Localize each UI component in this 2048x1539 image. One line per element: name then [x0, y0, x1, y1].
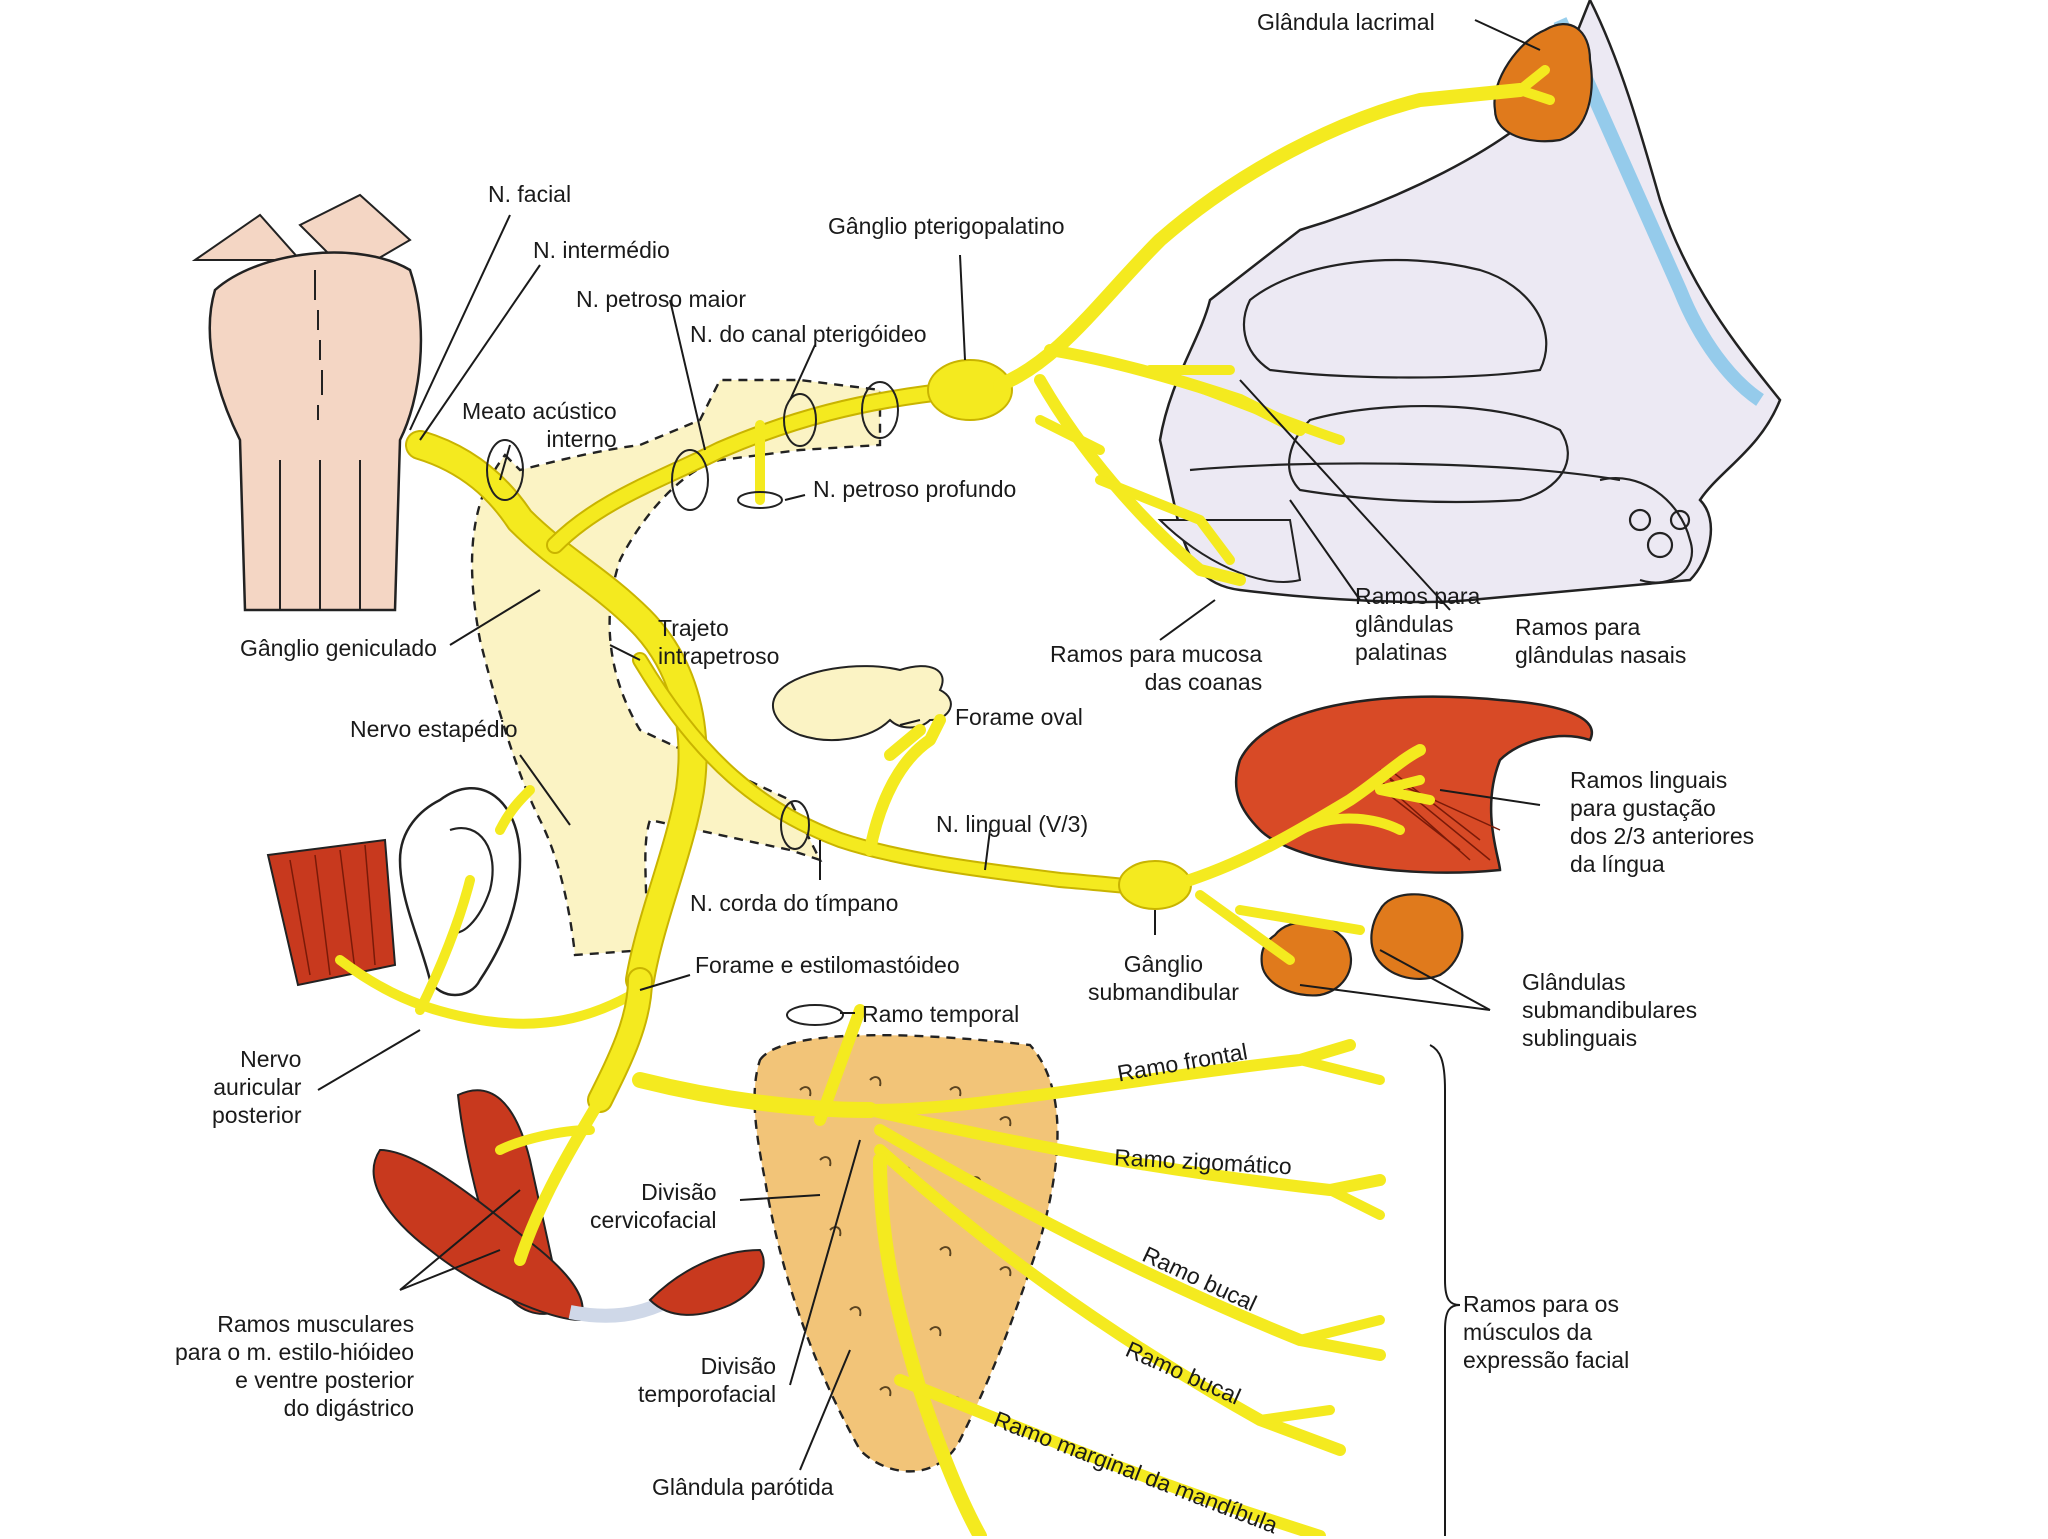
label-nervo-estapedio: Nervo estapédio [350, 716, 518, 742]
label-n-petroso-maior: N. petroso maior [576, 286, 747, 312]
auricular-muscle-fibers [289, 844, 376, 976]
brainstem [191, 193, 423, 612]
label-ganglio-geniculado: Gânglio geniculado [240, 635, 437, 661]
label-ganglio-submandibular: Gânglio submandibular [1088, 951, 1239, 1005]
label-divisao-cervicofacial: Divisão cervicofacial [590, 1179, 717, 1233]
label-ramos-musculos-expressao: Ramos para os músculos da expressão faci… [1463, 1291, 1630, 1373]
label-nervo-auricular-posterior: Nervo auricular posterior [212, 1046, 302, 1128]
label-ganglio-pterigopalatino: Gânglio pterigopalatino [828, 213, 1065, 239]
label-ramos-musculares: Ramos musculares para o m. estilo-hióide… [175, 1311, 415, 1421]
label-n-petroso-profundo: N. petroso profundo [813, 476, 1017, 502]
label-ramos-glandulas-nasais: Ramos para glândulas nasais [1515, 614, 1687, 668]
label-glandula-lacrimal: Glândula lacrimal [1257, 9, 1435, 35]
label-forame-estilomastoideo: Forame e estilomastóideo [695, 952, 960, 978]
label-ramos-linguais: Ramos linguais para gustação dos 2/3 ant… [1570, 767, 1755, 877]
submandibular-gland [1260, 921, 1353, 997]
label-ramos-mucosa-coanas: Ramos para mucosa das coanas [1050, 641, 1263, 695]
label-n-facial: N. facial [488, 181, 572, 207]
label-forame-oval: Forame oval [955, 704, 1083, 730]
label-glandulas-submandibulares: Glândulas submandibulares sublinguais [1522, 969, 1698, 1051]
auricular-muscle [266, 838, 397, 987]
sublingual-gland [1370, 893, 1464, 980]
label-n-lingual: N. lingual (V/3) [936, 811, 1089, 837]
foramen-rings [486, 381, 899, 1026]
label-n-corda-timpano: N. corda do tímpano [690, 890, 899, 916]
label-meato-acustico: Meato acústico interno [462, 398, 617, 452]
label-n-intermedio: N. intermédio [533, 237, 670, 263]
parotid-texture [799, 1076, 1012, 1407]
label-glandula-parotida: Glândula parótida [652, 1474, 834, 1500]
ossicles [771, 665, 952, 741]
leader-lines [317, 19, 1541, 1536]
ear-outline [398, 787, 522, 997]
label-ramos-glandulas-palatinas: Ramos para glândulas palatinas [1355, 583, 1481, 665]
label-trajeto-intrapetroso: Trajeto intrapetroso [658, 615, 780, 669]
digastric-anterior-belly [648, 1248, 765, 1316]
lacrimal-gland [1493, 23, 1593, 143]
label-n-canal-pterigoideo: N. do canal pterigóideo [690, 321, 927, 347]
label-divisao-temporofacial: Divisão temporofacial [638, 1353, 777, 1407]
parotid-gland [753, 1033, 1059, 1473]
nerve-paths [335, 65, 1555, 1536]
label-ramo-temporal: Ramo temporal [862, 1001, 1020, 1027]
